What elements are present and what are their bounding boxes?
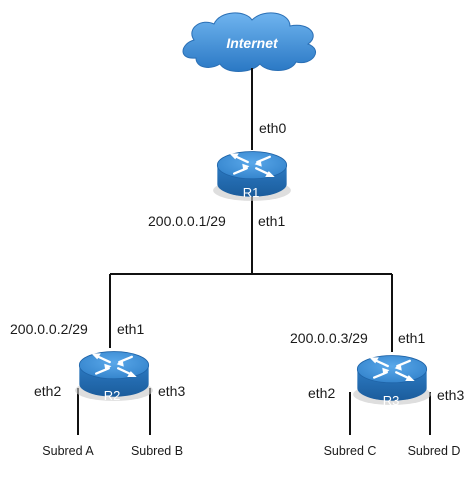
r1-ip-label: 200.0.0.1/29 [148,213,226,229]
r2-ip-label: 200.0.0.2/29 [10,321,88,337]
router-r1: R1 [211,150,293,203]
router-r3-name: R3 [383,393,400,408]
r1-eth1-label: eth1 [258,213,285,229]
r3-eth2-label: eth2 [308,385,335,401]
router-r2-name: R2 [104,388,121,403]
router-r2: R2 [73,350,155,403]
r1-eth0-label: eth0 [259,120,286,136]
subnet-c-label: Subred C [324,444,377,458]
router-r3: R3 [351,354,433,408]
cloud-icon [182,12,316,72]
subnet-b-label: Subred B [131,444,183,458]
r2-eth3-label: eth3 [158,383,185,399]
cloud-label: Internet [226,35,279,51]
r3-ip-label: 200.0.0.3/29 [290,330,368,346]
subnet-d-label: Subred D [408,444,461,458]
r3-eth3-label: eth3 [437,387,464,403]
r2-eth1-label: eth1 [117,321,144,337]
links [77,68,431,435]
r2-eth2-label: eth2 [34,383,61,399]
r3-eth1-label: eth1 [398,330,425,346]
router-r1-name: R1 [243,185,260,200]
internet-cloud: Internet [182,12,316,72]
subnet-a-label: Subred A [42,444,94,458]
